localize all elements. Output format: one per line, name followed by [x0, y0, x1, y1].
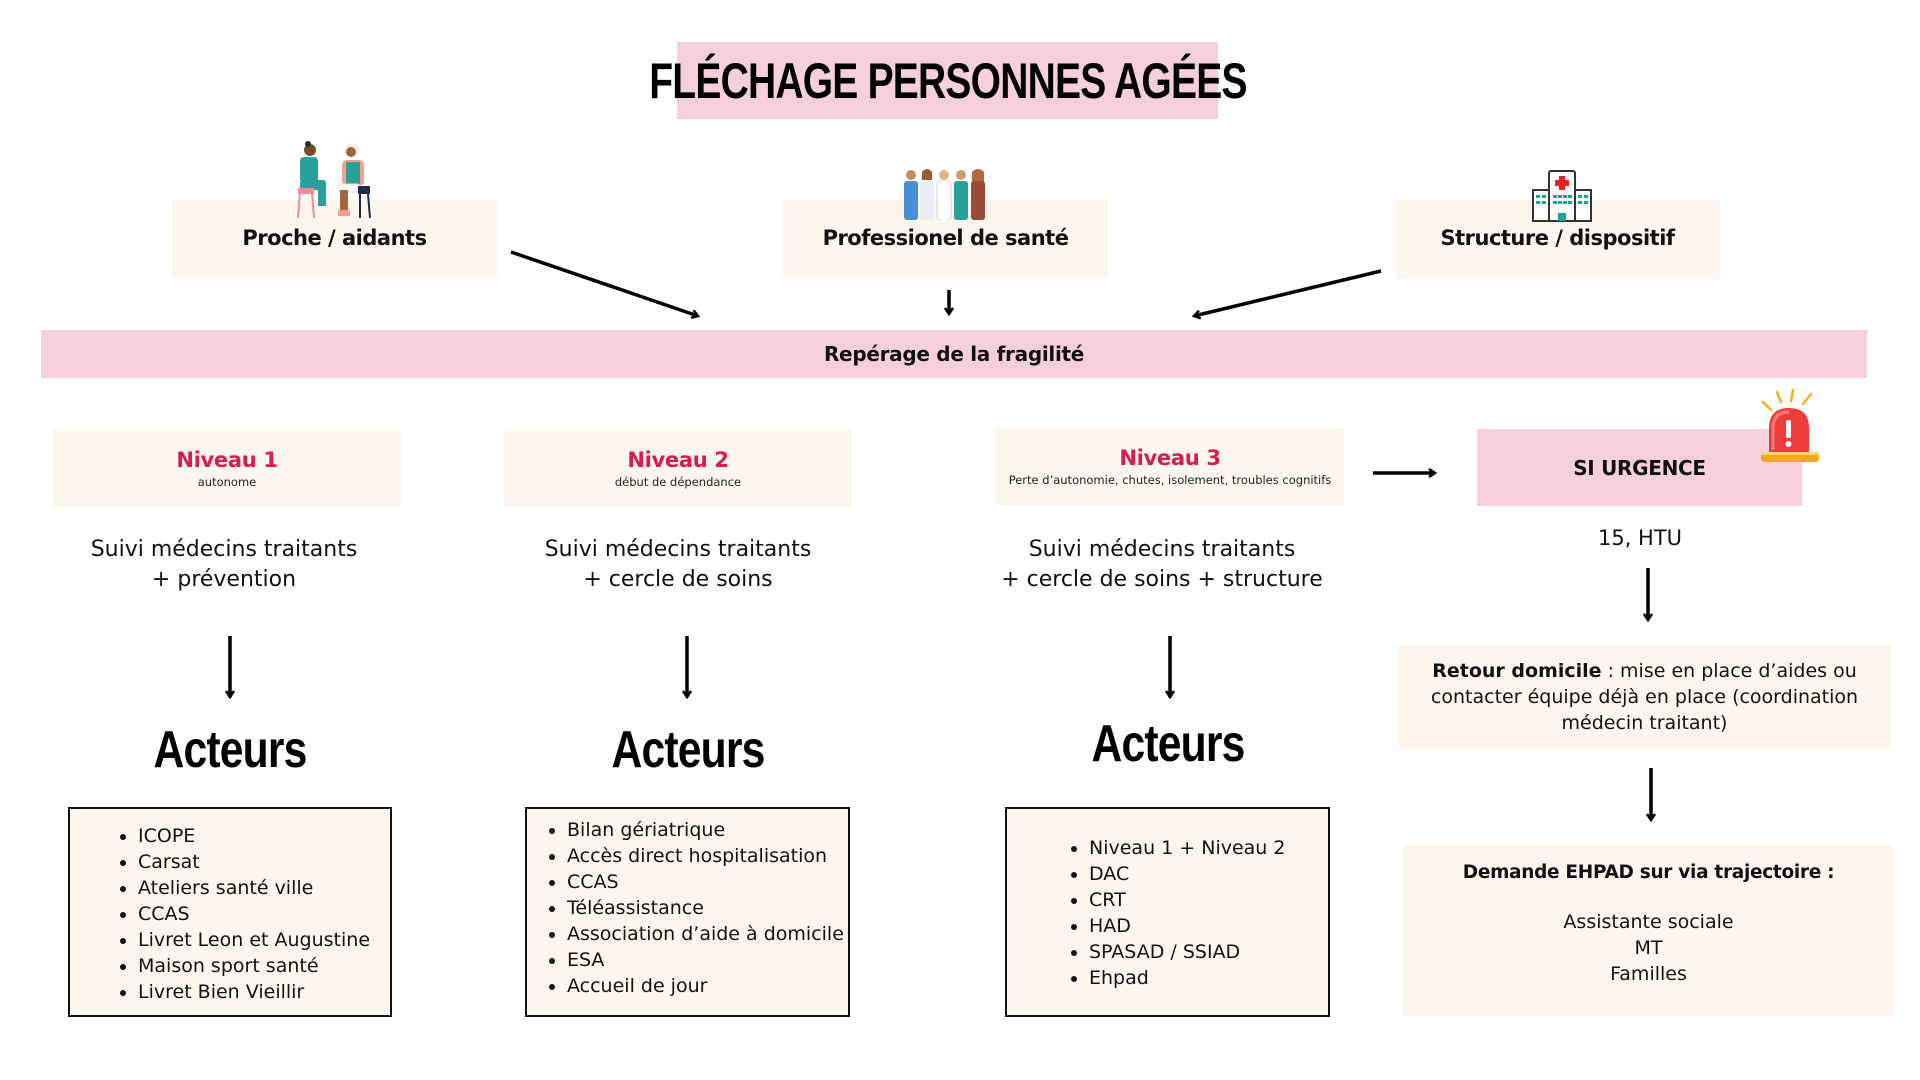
- suivi-line: + cercle de soins: [583, 567, 773, 592]
- list-item: Carsat: [138, 849, 390, 875]
- list-item: Accès direct hospitalisation: [567, 843, 848, 869]
- list-item: CRT: [1089, 887, 1328, 913]
- list-item: SPASAD / SSIAD: [1089, 939, 1328, 965]
- actors-list-3: Niveau 1 + Niveau 2 DAC CRT HAD SPASAD /…: [1005, 807, 1330, 1017]
- health-professionals-illustration-icon: [904, 169, 985, 220]
- source-label: Professionel de santé: [822, 226, 1069, 250]
- list-item: Niveau 1 + Niveau 2: [1089, 835, 1328, 861]
- emergency-siren-icon: [1761, 388, 1819, 462]
- list-item: Maison sport santé: [138, 953, 390, 979]
- level-subtitle: début de dépendance: [614, 475, 742, 489]
- source-label: Structure / dispositif: [1440, 226, 1675, 250]
- level-box-1: Niveau 1 autonome: [53, 430, 401, 507]
- urgence-box: SI URGENCE: [1477, 429, 1802, 506]
- band-label: Repérage de la fragilité: [823, 342, 1085, 366]
- actors-list-2: Bilan gériatrique Accès direct hospitali…: [525, 807, 850, 1017]
- source-label: Proche / aidants: [242, 226, 427, 250]
- suivi-line: Suivi médecins traitants: [1028, 537, 1296, 562]
- list-item: Accueil de jour: [567, 973, 848, 999]
- source-box-proche: Proche / aidants: [172, 200, 497, 278]
- arrow-proche-to-band: [510, 250, 698, 316]
- list-item: CCAS: [567, 869, 848, 895]
- fragility-band: Repérage de la fragilité: [41, 330, 1867, 378]
- urgence-note: 15, HTU: [1597, 526, 1683, 550]
- level-box-2: Niveau 2 début de dépendance: [504, 430, 852, 507]
- level-title: Niveau 1: [176, 448, 278, 472]
- suivi-line: Suivi médecins traitants: [544, 537, 812, 562]
- list-item: Bilan gériatrique: [567, 817, 848, 843]
- level-title: Niveau 2: [627, 448, 729, 472]
- demande-item: Familles: [1610, 963, 1687, 985]
- list-item: Ateliers santé ville: [138, 875, 390, 901]
- list-item: Livret Leon et Augustine: [138, 927, 390, 953]
- retour-domicile-box: Retour domicile : mise en place d’aides …: [1398, 645, 1891, 749]
- level-subtitle: autonome: [197, 475, 257, 489]
- arrow-structure-to-band: [1194, 269, 1382, 316]
- list-item: Ehpad: [1089, 965, 1328, 991]
- source-box-professionnel: Professionel de santé: [783, 200, 1108, 278]
- urgence-label: SI URGENCE: [1573, 455, 1706, 480]
- suivi-text-2: Suivi médecins traitants + cercle de soi…: [458, 535, 898, 595]
- retour-text: Retour domicile : mise en place d’aides …: [1398, 658, 1891, 736]
- list-item: DAC: [1089, 861, 1328, 887]
- actors-list-1: ICOPE Carsat Ateliers santé ville CCAS L…: [68, 807, 392, 1017]
- actors-heading-2: Acteurs: [611, 721, 765, 779]
- actors-heading-3: Acteurs: [1091, 715, 1245, 773]
- retour-detail: : mise en place d’aides ou contacter équ…: [1430, 660, 1859, 734]
- list-item: ESA: [567, 947, 848, 973]
- list-item: Téléassistance: [567, 895, 848, 921]
- title-banner: FLÉCHAGE PERSONNES AGÉES: [649, 42, 1247, 119]
- demande-item: MT: [1634, 937, 1663, 959]
- demande-item: Assistante sociale: [1563, 911, 1734, 933]
- demande-title: Demande EHPAD sur via trajectoire :: [1462, 862, 1835, 883]
- list-item: HAD: [1089, 913, 1328, 939]
- list-item: ICOPE: [138, 823, 390, 849]
- hospital-building-icon: [1532, 170, 1592, 222]
- suivi-line: + prévention: [151, 567, 297, 592]
- actors-heading-1: Acteurs: [153, 721, 307, 779]
- list-item: Livret Bien Vieillir: [138, 979, 390, 1005]
- suivi-line: + cercle de soins + structure: [1001, 567, 1323, 592]
- suivi-text-3: Suivi médecins traitants + cercle de soi…: [942, 535, 1382, 595]
- caregiver-illustration-icon: [297, 141, 371, 219]
- list-item: Association d’aide à domicile: [567, 921, 848, 947]
- list-item: CCAS: [138, 901, 390, 927]
- demande-ehpad-box: Demande EHPAD sur via trajectoire : Assi…: [1403, 845, 1894, 1016]
- level-title: Niveau 3: [1119, 446, 1221, 470]
- page-title: FLÉCHAGE PERSONNES AGÉES: [648, 52, 1247, 109]
- retour-bold: Retour domicile: [1432, 660, 1602, 682]
- level-subtitle: Perte d’autonomie, chutes, isolement, tr…: [1008, 473, 1332, 487]
- level-box-3: Niveau 3 Perte d’autonomie, chutes, isol…: [996, 428, 1344, 505]
- suivi-text-1: Suivi médecins traitants + prévention: [4, 535, 444, 595]
- suivi-line: Suivi médecins traitants: [90, 537, 358, 562]
